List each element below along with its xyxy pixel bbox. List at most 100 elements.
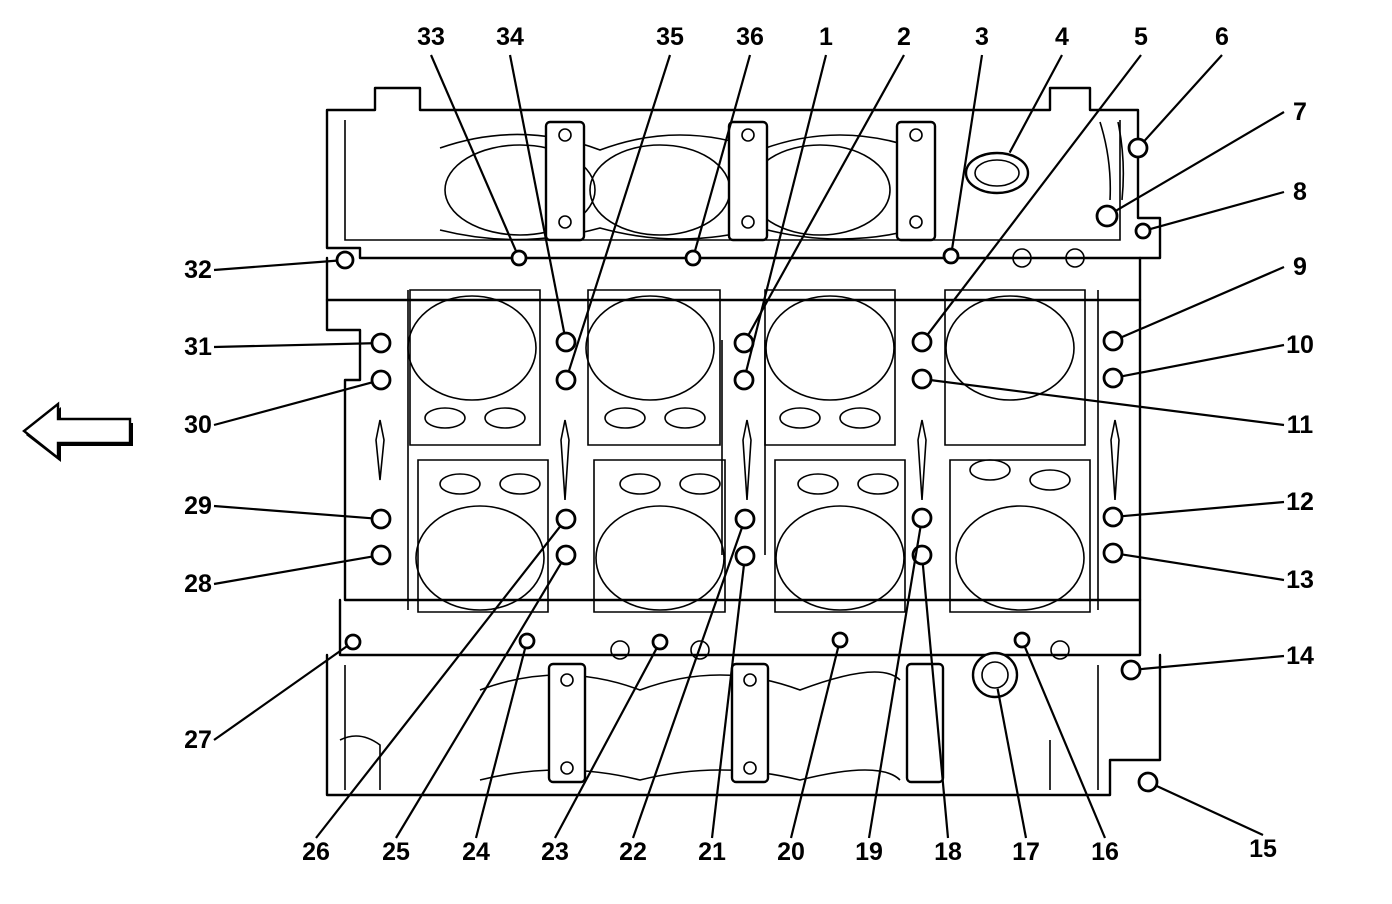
bolt-19 — [911, 507, 933, 529]
bolt-25 — [555, 544, 577, 566]
callout-label-18: 18 — [934, 838, 962, 866]
bolt-31 — [370, 332, 392, 354]
callout-label-23: 23 — [541, 838, 569, 866]
bolt-8 — [1134, 222, 1152, 240]
callout-label-24: 24 — [462, 838, 490, 866]
bolt-33 — [510, 249, 528, 267]
leader-line-9 — [1120, 265, 1285, 339]
leader-line-23 — [554, 647, 658, 839]
leader-line-4 — [1008, 54, 1063, 154]
leader-line-7 — [1115, 111, 1285, 212]
callout-label-7: 7 — [1293, 98, 1307, 126]
callout-label-3: 3 — [975, 23, 989, 51]
bolt-23 — [651, 633, 669, 651]
leader-line-31 — [213, 342, 373, 349]
bolt-26 — [555, 508, 577, 530]
bolt-34 — [555, 331, 577, 353]
bolt-27 — [344, 633, 362, 651]
leader-line-15 — [1155, 784, 1264, 836]
leader-line-24 — [474, 647, 527, 839]
bolt-2 — [733, 332, 755, 354]
leader-line-12 — [1121, 500, 1285, 518]
callout-label-31: 31 — [184, 333, 212, 361]
bolt-14 — [1120, 659, 1142, 681]
callout-label-14: 14 — [1286, 642, 1314, 670]
leader-line-32 — [213, 259, 338, 272]
leader-line-30 — [213, 381, 373, 427]
bolt-12 — [1102, 506, 1124, 528]
bolt-21 — [734, 545, 756, 567]
leader-line-18 — [921, 563, 950, 839]
callout-label-11: 11 — [1287, 411, 1314, 439]
callout-label-12: 12 — [1286, 488, 1314, 516]
callout-label-19: 19 — [855, 838, 883, 866]
left-arrow-icon — [22, 401, 133, 462]
bolt-35 — [555, 369, 577, 391]
callout-label-25: 25 — [382, 838, 410, 866]
callout-label-33: 33 — [417, 23, 445, 51]
bolt-29 — [370, 508, 392, 530]
callout-label-30: 30 — [184, 411, 212, 439]
bolt-13 — [1102, 542, 1124, 564]
bolt-1 — [733, 369, 755, 391]
leader-line-25 — [395, 562, 563, 839]
callout-label-32: 32 — [184, 256, 212, 284]
callout-label-5: 5 — [1134, 23, 1148, 51]
leader-line-35 — [567, 54, 672, 372]
bolt-28 — [370, 544, 392, 566]
callout-label-35: 35 — [656, 23, 684, 51]
bolt-5 — [911, 331, 933, 353]
callout-label-6: 6 — [1215, 23, 1229, 51]
bolt-36 — [684, 249, 702, 267]
callout-label-34: 34 — [496, 23, 524, 51]
callout-label-27: 27 — [184, 726, 212, 754]
bolt-20 — [831, 631, 849, 649]
leader-line-6 — [1143, 54, 1223, 143]
leader-line-group — [213, 54, 1285, 839]
leader-line-33 — [429, 54, 518, 253]
callout-label-22: 22 — [619, 838, 647, 866]
bolt-15 — [1137, 771, 1159, 793]
leader-line-13 — [1121, 553, 1285, 582]
bolt-22 — [734, 508, 756, 530]
leader-line-16 — [1023, 646, 1107, 839]
callout-label-29: 29 — [184, 492, 212, 520]
leader-line-2 — [747, 54, 905, 336]
callout-label-16: 16 — [1091, 838, 1119, 866]
bolt-16 — [1013, 631, 1031, 649]
leader-line-19 — [867, 526, 922, 839]
callout-label-17: 17 — [1012, 838, 1040, 866]
callout-label-1: 1 — [819, 23, 833, 51]
callout-label-9: 9 — [1293, 253, 1307, 281]
bolt-7 — [1095, 204, 1119, 228]
leader-line-22 — [631, 527, 744, 839]
leader-line-3 — [950, 54, 984, 250]
callout-label-10: 10 — [1286, 331, 1314, 359]
leader-line-20 — [789, 646, 840, 839]
leader-line-34 — [508, 54, 566, 334]
callout-label-20: 20 — [777, 838, 805, 866]
callout-label-15: 15 — [1249, 835, 1277, 863]
leader-line-5 — [926, 54, 1142, 336]
leader-line-11 — [930, 379, 1285, 427]
bolt-9 — [1102, 330, 1124, 352]
leader-line-1 — [745, 54, 828, 372]
leader-line-10 — [1121, 343, 1285, 378]
bolt-3 — [942, 247, 960, 265]
bolt-24 — [518, 632, 536, 650]
callout-label-36: 36 — [736, 23, 764, 51]
callout-label-21: 21 — [698, 838, 726, 866]
leader-line-14 — [1139, 654, 1285, 671]
callout-label-2: 2 — [897, 23, 911, 51]
leader-line-36 — [693, 54, 752, 252]
bolt-10 — [1102, 367, 1124, 389]
leader-line-8 — [1149, 190, 1285, 231]
bolt-11 — [911, 368, 933, 390]
callout-label-13: 13 — [1286, 566, 1314, 594]
leader-line-28 — [213, 555, 373, 586]
bolt-30 — [370, 369, 392, 391]
callout-label-26: 26 — [302, 838, 330, 866]
